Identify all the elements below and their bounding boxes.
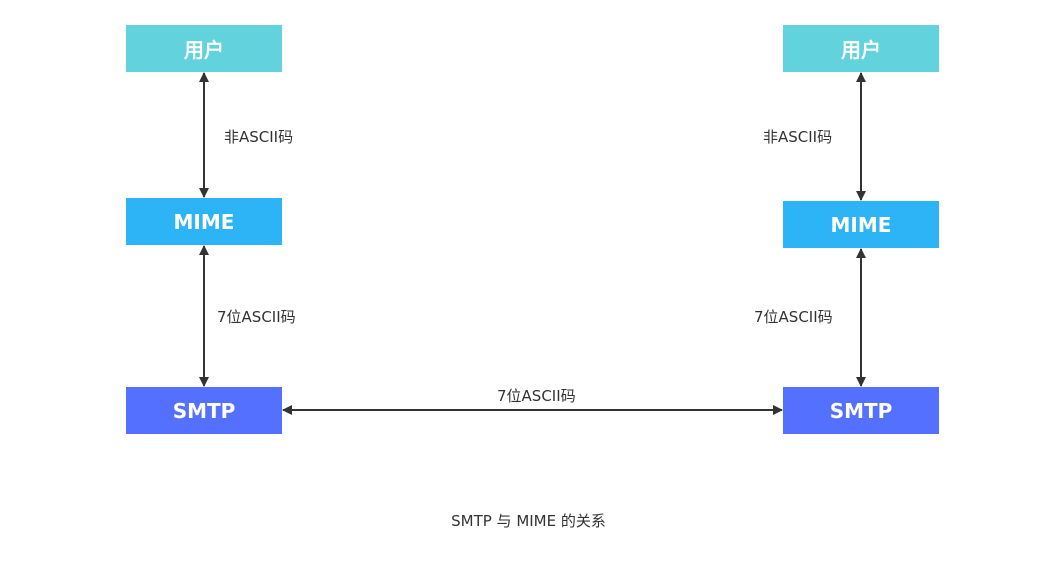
right-user-label: 用户 [841, 38, 881, 62]
smtp-link-edge-label: 7位ASCII码 [497, 387, 576, 405]
left-mime-node: MIME [126, 198, 282, 245]
left-user-mime-edge-label: 非ASCII码 [224, 128, 294, 146]
left-user-node: 用户 [126, 25, 282, 72]
right-mime-smtp-edge-label: 7位ASCII码 [754, 308, 833, 326]
left-smtp-node: SMTP [126, 387, 282, 434]
right-user-mime-edge-label: 非ASCII码 [763, 128, 833, 146]
right-smtp-node: SMTP [783, 387, 939, 434]
left-user-label: 用户 [184, 38, 224, 62]
right-mime-label: MIME [830, 212, 892, 237]
left-smtp-label: SMTP [172, 398, 236, 423]
right-mime-node: MIME [783, 201, 939, 248]
right-user-node: 用户 [783, 25, 939, 72]
left-mime-smtp-edge-label: 7位ASCII码 [217, 308, 296, 326]
diagram-caption: SMTP 与 MIME 的关系 [451, 512, 606, 530]
left-mime-label: MIME [173, 209, 235, 234]
right-smtp-label: SMTP [829, 398, 893, 423]
